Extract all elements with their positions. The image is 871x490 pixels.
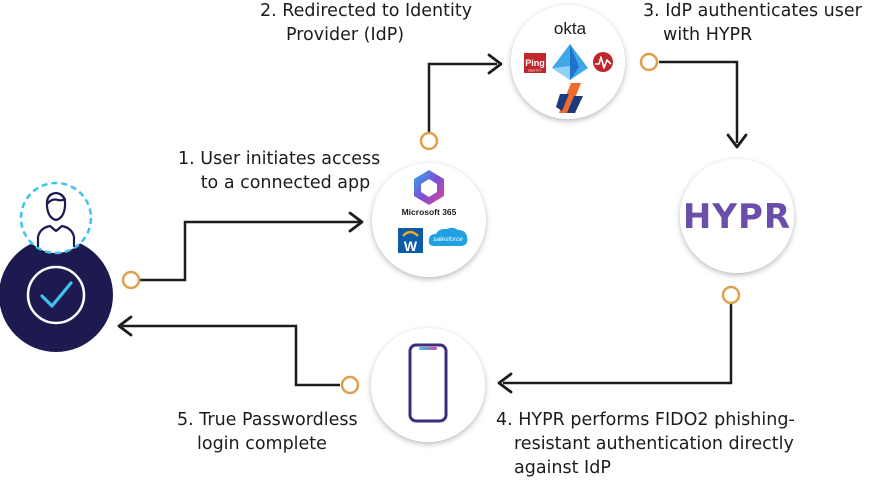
ms365-label: Microsoft 365 (402, 207, 457, 217)
arrowhead-to-phone (497, 372, 513, 394)
step-4-label: 4. HYPR performs FIDO2 phishing- resista… (496, 408, 795, 480)
ping-label: Ping (525, 58, 545, 68)
arrowhead-to-idp (487, 53, 503, 75)
step-3-label: 3. IdP authenticates user with HYPR (643, 0, 862, 47)
verified-check-icon (26, 265, 86, 325)
step-3-line-1: 3. IdP authenticates user (643, 1, 862, 21)
arrowhead-to-hypr (726, 133, 748, 149)
connector-ring (721, 285, 741, 305)
hypr-logo: HYPR (683, 197, 791, 237)
arrowhead-to-user (117, 315, 133, 337)
step-2-line-1: 2. Redirected to Identity (260, 1, 473, 21)
salesforce-logo: salesforce (428, 227, 468, 246)
step-3-line-2: with HYPR (663, 25, 753, 45)
workday-letter: W (404, 238, 418, 254)
step-5-line-1: 5. True Passwordless (177, 410, 358, 430)
step-1-line-2: to a connected app (200, 173, 371, 193)
connector-hypr-to-phone (503, 301, 733, 385)
step-1-line-1: 1. User initiates access (178, 149, 381, 169)
connector-apps-to-idp (427, 62, 497, 132)
okta-logo: okta (554, 19, 587, 38)
connector-phone-to-user (122, 324, 340, 387)
step-5-line-2: login complete (197, 434, 327, 454)
workday-logo: W (398, 228, 423, 254)
step-4-line-1: 4. HYPR performs FIDO2 phishing- (496, 410, 795, 430)
connector-ring (639, 52, 659, 72)
idp-node: okta Ping IDENTITY (511, 5, 625, 119)
connector-ring (340, 375, 360, 395)
step-4-line-3: against IdP (514, 458, 611, 478)
user-node (0, 181, 113, 352)
apps-node: Microsoft 365 W salesforce (372, 163, 486, 277)
ping-identity-logo: Ping IDENTITY (524, 53, 546, 73)
microsoft-365-logo (414, 170, 444, 205)
connector-user-to-apps (140, 220, 360, 282)
connector-ring (121, 270, 141, 290)
layered-logo (556, 83, 583, 113)
red-pulse-logo (593, 52, 613, 72)
connector-ring (419, 131, 439, 151)
azure-ad-logo (552, 44, 588, 80)
step-2-label: 2. Redirected to Identity Provider (IdP) (260, 0, 472, 47)
arrowhead-to-apps (348, 211, 364, 233)
connector-idp-to-hypr (659, 60, 739, 143)
step-4-line-2: resistant authentication directly (514, 434, 794, 454)
step-1-label: 1. User initiates access to a connected … (178, 147, 380, 195)
step-2-line-2: Provider (IdP) (286, 25, 405, 45)
phone-node (371, 328, 485, 442)
salesforce-label: salesforce (433, 236, 463, 243)
hypr-node: HYPR (680, 159, 794, 273)
user-avatar-icon (36, 191, 76, 248)
step-5-label: 5. True Passwordless login complete (177, 408, 358, 456)
smartphone-icon (408, 343, 448, 423)
ping-sub-label: IDENTITY (528, 69, 542, 73)
